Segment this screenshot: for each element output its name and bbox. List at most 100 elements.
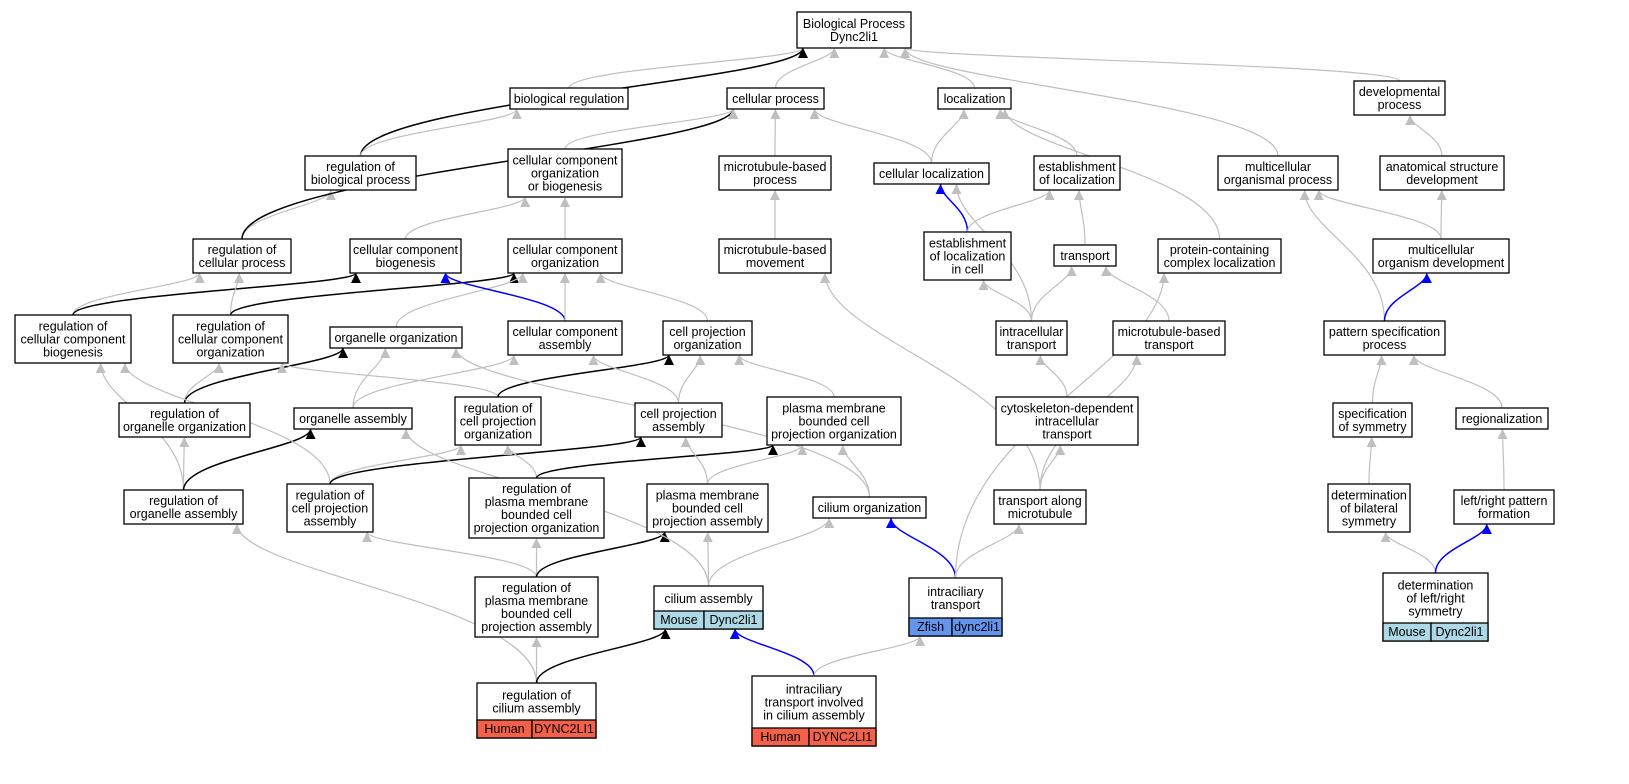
node-box [937, 87, 1012, 110]
node-box [118, 402, 251, 438]
node-label-line: development [1406, 173, 1478, 187]
node-label-line: in cell [952, 263, 984, 277]
edge-pmbcpasm-to-cpasm [680, 436, 709, 485]
node-label-line: organization [531, 167, 599, 181]
node-label-line: microtubule-based [724, 160, 827, 174]
edge-lrpat-to-regional [1497, 428, 1508, 491]
node-regional[interactable]: regionalization [1455, 407, 1549, 430]
node-loc[interactable]: localization [937, 87, 1012, 110]
edge-patspec-to-multdev [1383, 272, 1432, 322]
node-label-line: process [1363, 338, 1407, 352]
edge-intratr-to-transport [1030, 265, 1077, 322]
edge-regcpasm-to-cpasm [329, 436, 646, 485]
node-label-line: cellular localization [879, 167, 984, 181]
edge-anatdev-to-devproc [1405, 114, 1443, 157]
node-box [509, 87, 629, 110]
node-cellloc[interactable]: cellular localization [873, 162, 990, 185]
node-cellproc[interactable]: cellular process [726, 87, 825, 110]
node-ciliumorg[interactable]: cilium organization [812, 496, 927, 519]
edges-layer [72, 47, 1508, 684]
node-box [726, 87, 825, 110]
node-box [1157, 238, 1282, 274]
node-label-line: projection organization [771, 428, 897, 442]
node-label-line: plasma membrane [485, 594, 589, 608]
edge-regorgasm-to-orgasm [182, 428, 316, 491]
edge-orgasm-to-ccasm [352, 354, 519, 409]
gene-label: Dync2li1 [1436, 625, 1484, 639]
species-label: Mouse [660, 613, 698, 627]
node-label-line: organization [464, 428, 532, 442]
edge-regccorg-to-regcell [229, 272, 245, 316]
edge-cporg-to-ccorg [595, 272, 709, 322]
node-label-line: plasma membrane [485, 495, 589, 509]
node-transport[interactable]: transport [1053, 244, 1117, 267]
node-cytotr[interactable]: cytoskeleton-dependentintracellulartrans… [995, 396, 1139, 446]
edge-devproc-to-bp [900, 47, 1401, 82]
node-label-line: cell projection [460, 415, 536, 429]
node-label-line: cellular component [21, 333, 126, 347]
node-label-line: formation [1478, 507, 1530, 521]
node-label-line: assembly [304, 515, 358, 529]
edge-patspec-to-multorg [1299, 189, 1386, 322]
node-label-line: regulation of [150, 407, 219, 421]
edge-cellloc-to-loc [930, 108, 969, 164]
node-box [796, 11, 912, 49]
node-label-line: projection organization [474, 521, 600, 535]
node-label-line: cilium assembly [664, 592, 753, 606]
edge-detlr-to-detbil [1380, 531, 1437, 574]
node-label-line: biogenesis [376, 256, 436, 270]
node-label-line: plasma membrane [656, 489, 760, 503]
edge-regccbio-to-ccbio [72, 272, 361, 316]
node-orgasm[interactable]: organelle assembly [293, 407, 413, 430]
node-label-line: of bilateral [1340, 502, 1398, 516]
node-label-line: cellular component [513, 243, 618, 257]
edge-regpmbcporg-to-regcporg [502, 444, 538, 479]
node-orgorg[interactable]: organelle organization [329, 326, 463, 349]
edge-cellloc-to-cellproc [809, 108, 933, 164]
node-label-line: regulation of [326, 160, 395, 174]
node-label-line: bounded cell [672, 502, 743, 516]
node-label-line: multicellular [1245, 160, 1311, 174]
node-bioreg[interactable]: biological regulation [509, 87, 629, 110]
